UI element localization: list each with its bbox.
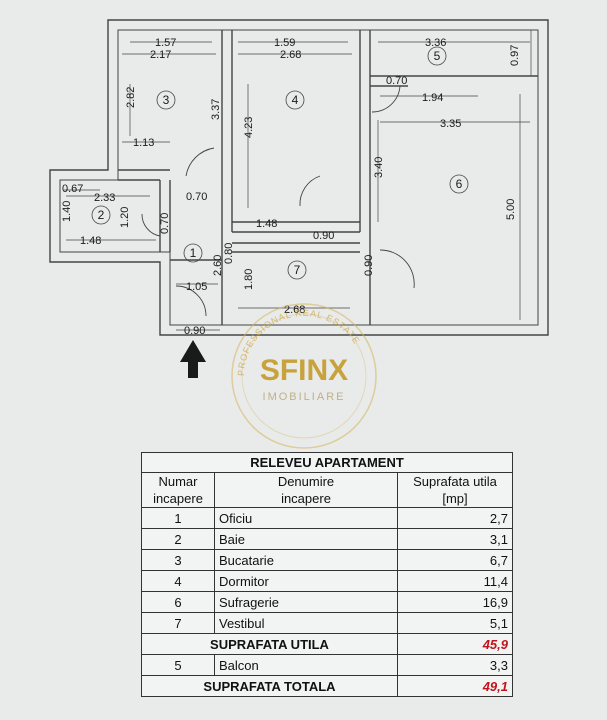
total-area-value: 49,1 xyxy=(397,675,513,697)
room-markers: 1 2 3 4 5 6 7 xyxy=(91,46,469,280)
header-area: Suprafata utila[mp] xyxy=(397,472,513,508)
inner-wall xyxy=(59,29,539,326)
room-number: 6 xyxy=(456,177,463,191)
entrance-arrow-icon xyxy=(180,340,206,378)
door-arc xyxy=(175,285,207,317)
dimension-label: 1.80 xyxy=(243,269,255,290)
dimension-line xyxy=(64,30,532,331)
dimension-label: 4.23 xyxy=(243,117,255,138)
room-marker xyxy=(427,46,447,66)
dimension-label: 0.80 xyxy=(223,243,235,264)
dimension-label: 2.17 xyxy=(150,49,171,61)
dimension-label: 3.37 xyxy=(210,99,222,120)
util-area-label: SUPRAFATA UTILA xyxy=(141,633,398,655)
dimension-label: 0.70 xyxy=(159,213,171,234)
table-title: RELEVEU APARTAMENT xyxy=(141,452,513,473)
dimension-label: 1.94 xyxy=(422,92,443,104)
dimension-label: 0.70 xyxy=(386,75,407,87)
partition-wall xyxy=(232,75,538,233)
room-marker xyxy=(287,260,307,280)
room-marker xyxy=(156,90,176,110)
partition-wall xyxy=(232,242,360,253)
dimension-label: 0.90 xyxy=(313,230,334,242)
dimension-label: 3.36 xyxy=(425,37,446,49)
room-number: 3 xyxy=(163,93,170,107)
dimension-label: 3.35 xyxy=(440,118,461,130)
dimension-label: 2.60 xyxy=(212,255,224,276)
door-arc xyxy=(371,85,401,113)
room-number: 5 xyxy=(434,49,441,63)
door-arc xyxy=(141,213,161,237)
dimension-label: 0.90 xyxy=(363,255,375,276)
dimension-label: 1.57 xyxy=(155,37,176,49)
dimension-label: 0.70 xyxy=(186,191,207,203)
partition-wall xyxy=(118,169,223,325)
dimension-label: 5.00 xyxy=(505,199,517,220)
dimension-labels: 1.57 2.17 1.59 2.68 3.36 0.97 2.82 3.37 … xyxy=(61,37,521,337)
dimension-label: 1.05 xyxy=(186,281,207,293)
room-number: 2 xyxy=(98,208,105,222)
dimension-label: 1.48 xyxy=(256,218,277,230)
watermark-logo: PROFESSIONAL REAL ESTATE SFINX IMOBILIAR… xyxy=(231,303,377,449)
room-number: 1 xyxy=(190,246,197,260)
dimension-label: 1.48 xyxy=(80,235,101,247)
watermark-sub: IMOBILIARE xyxy=(263,391,346,403)
util-area-value: 45,9 xyxy=(397,633,513,655)
total-area-label: SUPRAFATA TOTALA xyxy=(141,675,398,697)
dimension-label: 1.20 xyxy=(119,207,131,228)
watermark-brand: SFINX xyxy=(260,354,348,387)
room-number: 7 xyxy=(294,263,301,277)
room-marker xyxy=(183,243,203,263)
room-marker xyxy=(91,205,111,225)
dimension-label: 0.90 xyxy=(184,325,205,337)
door-arc xyxy=(299,175,321,207)
door-arc xyxy=(379,249,415,289)
dimension-label: 1.59 xyxy=(274,37,295,49)
outer-wall xyxy=(49,19,549,336)
dimension-label: 1.40 xyxy=(61,201,73,222)
room-number: 4 xyxy=(292,93,299,107)
room-marker xyxy=(285,90,305,110)
floor-plan: 1 2 3 4 5 6 7 1.57 2.17 1.59 2.68 3.36 0… xyxy=(49,19,549,378)
util-area-row: SUPRAFATA UTILA 45,9 xyxy=(141,633,513,655)
dimension-label: 3.40 xyxy=(373,157,385,178)
door-arc xyxy=(185,147,215,177)
total-area-row: SUPRAFATA TOTALA 49,1 xyxy=(141,675,513,697)
room-marker xyxy=(449,174,469,194)
dimension-label: 2.33 xyxy=(94,192,115,204)
dimension-label: 2.68 xyxy=(280,49,301,61)
dimension-label: 1.13 xyxy=(133,137,154,149)
dimension-label: 2.68 xyxy=(284,304,305,316)
dimension-label: 0.67 xyxy=(62,183,83,195)
dimension-label: 0.97 xyxy=(509,45,521,66)
dimension-label: 2.82 xyxy=(125,87,137,108)
